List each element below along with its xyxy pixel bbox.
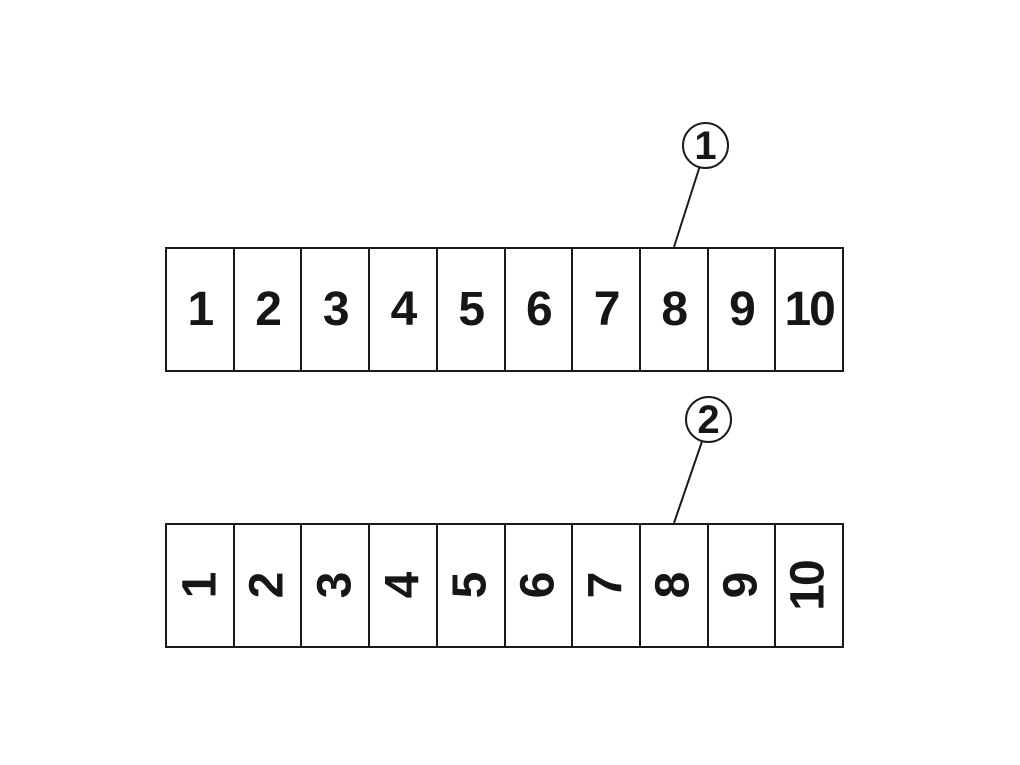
marker-cell: 2 [235,525,303,646]
marker-cell-number: 5 [443,573,497,598]
marker-cell: 3 [302,525,371,646]
marker-cell-number: 1 [187,282,215,336]
marker-cell-number: 7 [579,573,633,598]
marker-cell-number: 10 [782,560,836,611]
marker-cell: 4 [370,525,438,646]
marker-cell-number: 6 [526,282,553,336]
marker-cell-number: 4 [375,573,429,598]
marker-cell: 9 [709,249,777,370]
callout-2-balloon: 2 [685,396,732,443]
marker-cell-number: 1 [172,573,226,598]
marker-cell-number: 7 [593,282,621,336]
marker-cell: 1 [167,249,235,370]
marker-cell: 9 [709,525,777,646]
marker-cell: 1 [167,525,235,646]
marker-cell: 4 [370,249,438,370]
marker-cell-number: 3 [322,282,350,336]
marker-cell: 5 [438,249,506,370]
marker-cell-number: 9 [714,573,768,598]
callout-1-balloon: 1 [682,122,729,169]
marker-cell: 7 [573,249,641,370]
marker-cell-number: 2 [255,282,282,336]
marker-cell: 2 [235,249,303,370]
marker-cell: 8 [641,525,709,646]
marker-cell: 7 [573,525,641,646]
callout-1-label: 1 [694,123,717,168]
marker-cell: 5 [438,525,506,646]
marker-cell: 3 [302,249,371,370]
marker-cell-number: 10 [784,282,835,336]
marker-cell-number: 6 [511,573,565,598]
marker-cell-number: 8 [646,573,700,598]
marker-cell-number: 4 [390,282,418,336]
marker-cell-number: 3 [308,573,362,598]
callout-2-label: 2 [697,397,720,442]
marker-cell-number: 9 [729,282,756,336]
marker-cell: 10 [776,249,842,370]
marker-cell-number: 5 [458,282,485,336]
marker-cell-number: 2 [240,573,294,598]
marker-cell: 8 [641,249,709,370]
marker-cell-number: 8 [661,282,688,336]
marker-cell: 6 [506,525,574,646]
marker-cell: 6 [506,249,574,370]
marker-cell: 10 [776,525,842,646]
